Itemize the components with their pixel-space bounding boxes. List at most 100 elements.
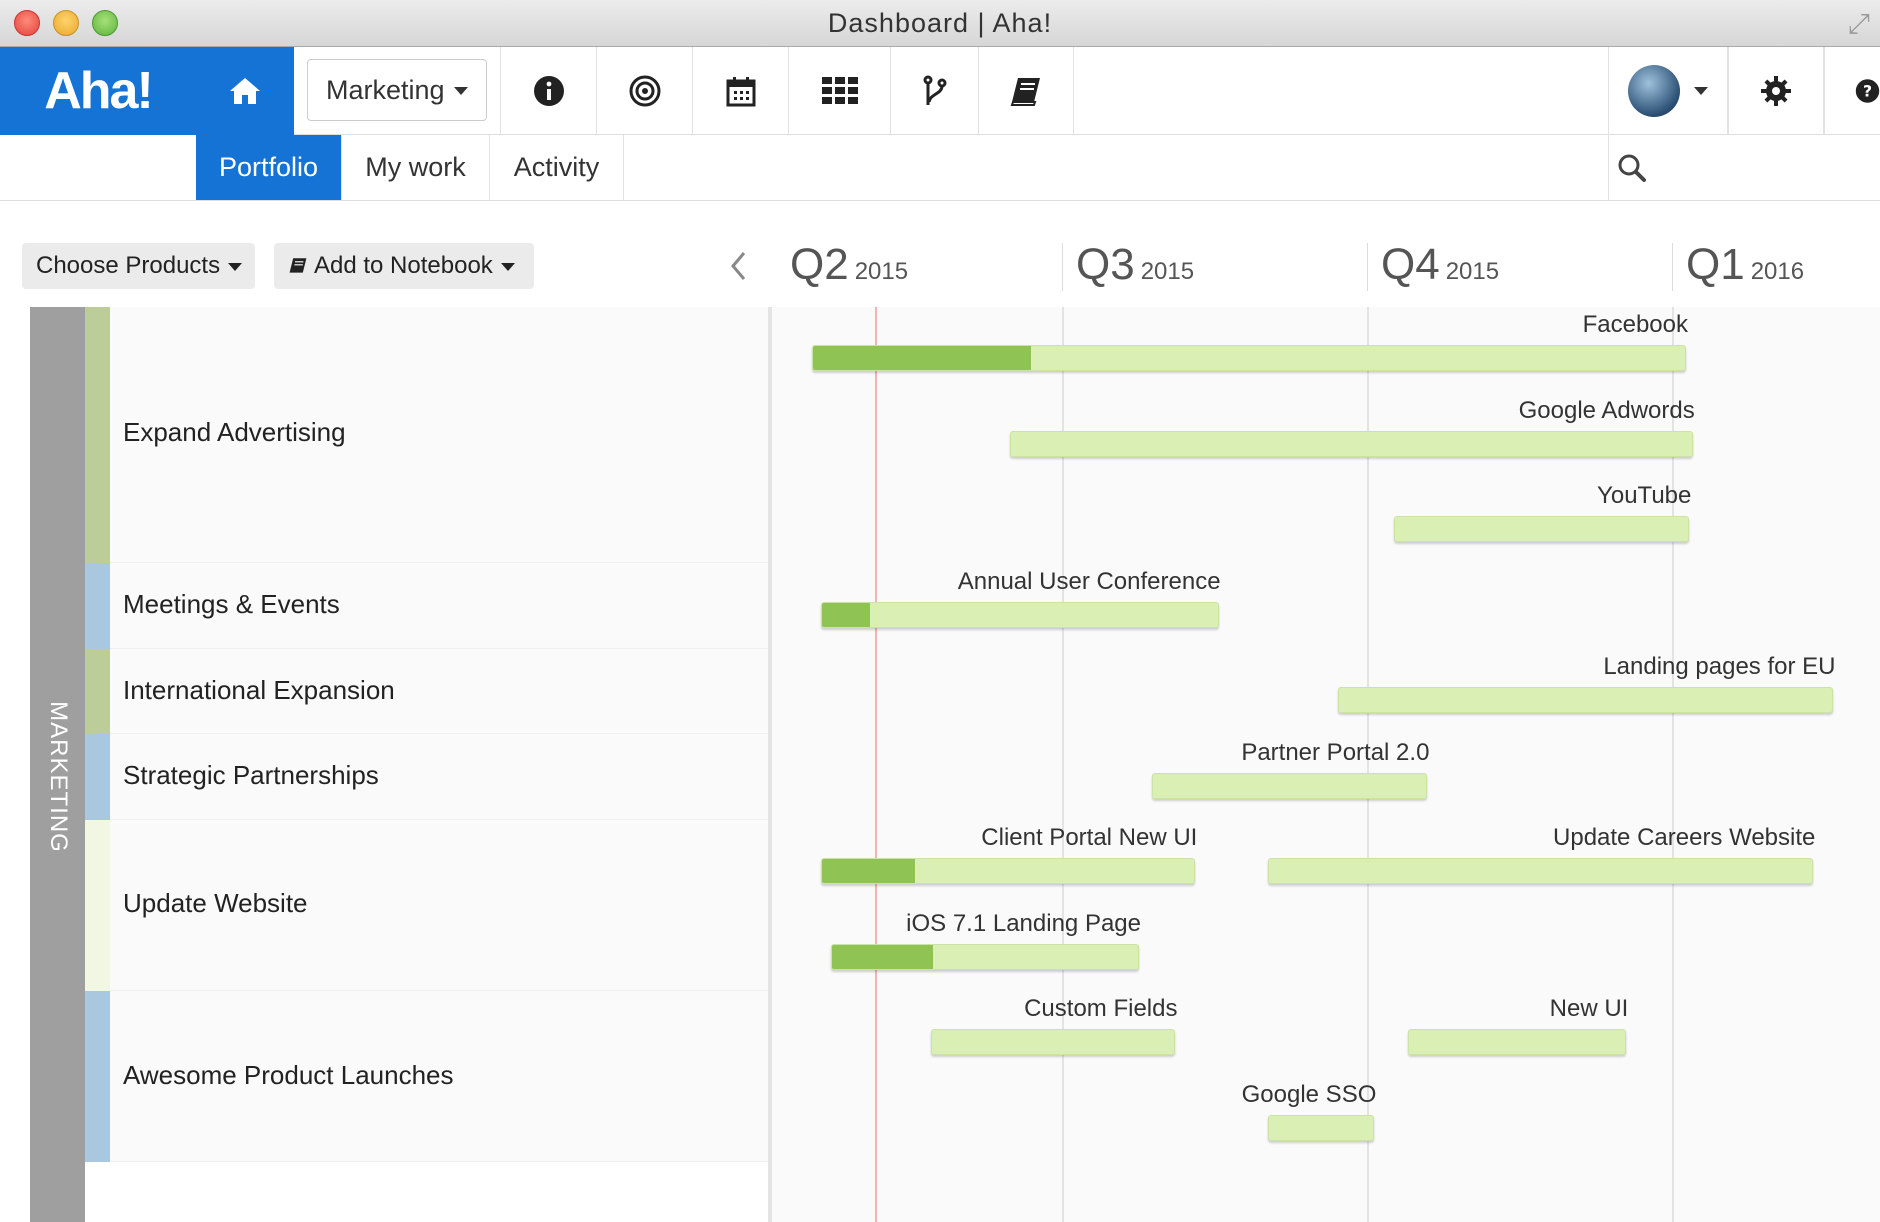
target-icon [629,75,660,107]
initiative-name[interactable]: Expand Advertising [123,417,346,447]
calendar-button[interactable] [692,47,788,135]
search-icon [1618,154,1646,182]
ideas-button[interactable] [890,47,978,135]
initiative-color-band [85,820,110,991]
goals-button[interactable] [596,47,692,135]
quarter-gridline [1672,307,1674,1222]
group-band [30,307,85,1222]
bar-progress [822,859,916,883]
quarter-year: 2015 [854,258,909,285]
chevron-down-icon [500,262,515,271]
initiative-row[interactable] [110,820,768,991]
choose-products-button[interactable]: Choose Products [22,243,255,289]
quarter-divider [1062,243,1063,291]
timeline-bar-label[interactable]: Google Adwords [1518,396,1695,424]
today-marker [874,307,877,1222]
quarter-name: Q3 [1076,240,1135,289]
tab-activity[interactable]: Activity [490,135,624,200]
tab-portfolio[interactable]: Portfolio [196,135,342,200]
panel-divider[interactable] [768,307,772,1222]
avatar [1628,65,1680,117]
initiative-row[interactable] [110,991,768,1162]
quarter-gridline [1062,307,1064,1222]
timeline-bar[interactable] [1268,858,1814,884]
user-menu[interactable] [1608,47,1728,135]
timeline-bar[interactable] [1394,516,1690,542]
timeline-bar[interactable] [821,858,1196,884]
notebooks-button[interactable] [978,47,1074,135]
add-to-notebook-label: Add to Notebook [314,252,493,279]
timeline-bar[interactable] [1268,1114,1375,1141]
initiative-row[interactable] [110,649,768,734]
quarter-name: Q2 [790,240,849,289]
top-navigation: Aha! Marketing ? [0,47,1880,135]
initiative-name[interactable]: Strategic Partnerships [123,760,379,790]
timeline-bar-label[interactable]: Annual User Conference [957,567,1221,595]
choose-products-label: Choose Products [36,252,221,279]
initiative-row[interactable] [110,563,768,649]
add-to-notebook-button[interactable]: Add to Notebook [274,243,534,289]
initiative-row[interactable] [110,734,768,820]
timeline-bar-label[interactable]: Custom Fields [1024,995,1178,1022]
calendar-icon [726,77,755,107]
timeline-bar-label[interactable]: YouTube [1597,482,1692,509]
fullscreen-icon[interactable]: ⤢ [1847,8,1870,39]
chevron-down-icon [1694,87,1708,95]
initiative-name[interactable]: Awesome Product Launches [123,1060,454,1090]
help-button[interactable]: ? [1824,47,1880,135]
timeline-bar[interactable] [830,943,1139,970]
product-selector[interactable]: Marketing [307,59,487,121]
timeline-bar-label[interactable]: Client Portal New UI [981,824,1198,851]
chevron-down-icon [454,87,468,95]
group-name: MARKETING [44,701,72,853]
initiative-name[interactable]: International Expansion [123,675,395,705]
timeline-bar[interactable] [1407,1029,1627,1055]
notebook-icon [289,258,307,273]
aha-logo[interactable]: Aha! [0,47,196,135]
home-icon [230,78,260,104]
initiative-color-band [85,307,110,563]
timeline-bar[interactable] [1152,772,1428,799]
quarter-divider [1672,243,1673,291]
timeline-bar[interactable] [1337,687,1834,713]
timeline-bar-label[interactable]: Landing pages for EU [1603,653,1836,680]
chevron-left-icon[interactable] [728,250,750,282]
bar-progress [822,602,870,627]
group-label: MARKETING [30,307,85,1222]
minimize-window-button[interactable] [53,10,79,36]
timeline-bar-label[interactable]: iOS 7.1 Landing Page [906,909,1141,937]
search-button[interactable] [1608,135,1880,200]
timeline-bar-label[interactable]: Partner Portal 2.0 [1241,738,1430,766]
timeline-bar-label[interactable]: Update Careers Website [1553,824,1816,851]
help-icon: ? [1855,79,1880,103]
timeline-bar[interactable] [812,345,1686,371]
window-titlebar: Dashboard | Aha! ⤢ [0,0,1880,47]
notebook-icon [1010,78,1040,106]
chevron-down-icon [228,262,243,271]
info-button[interactable] [500,47,596,135]
features-board-button[interactable] [788,47,890,135]
settings-button[interactable] [1728,47,1824,135]
timeline-bar-label[interactable]: Google SSO [1241,1080,1377,1108]
initiative-row[interactable] [110,307,768,563]
zoom-window-button[interactable] [92,10,118,36]
timeline-bar-label[interactable]: Facebook [1582,311,1688,338]
timeline-bar[interactable] [1010,430,1693,457]
timeline-bar-label[interactable]: New UI [1549,995,1629,1022]
home-button[interactable] [196,47,294,135]
initiative-name[interactable]: Update Website [123,888,308,918]
quarter-name: Q1 [1686,240,1745,289]
info-icon [533,76,564,106]
initiative-name[interactable]: Meetings & Events [123,589,340,619]
initiative-color-band [85,563,110,649]
initiative-color-band [85,991,110,1162]
timeline-bar[interactable] [821,601,1219,628]
timeline-bar[interactable] [931,1029,1176,1055]
tab-my-work[interactable]: My work [342,135,490,200]
close-window-button[interactable] [14,10,40,36]
window-title: Dashboard | Aha! [827,8,1053,38]
quarter-gridline [1367,307,1369,1222]
quarter-divider [1367,243,1368,291]
